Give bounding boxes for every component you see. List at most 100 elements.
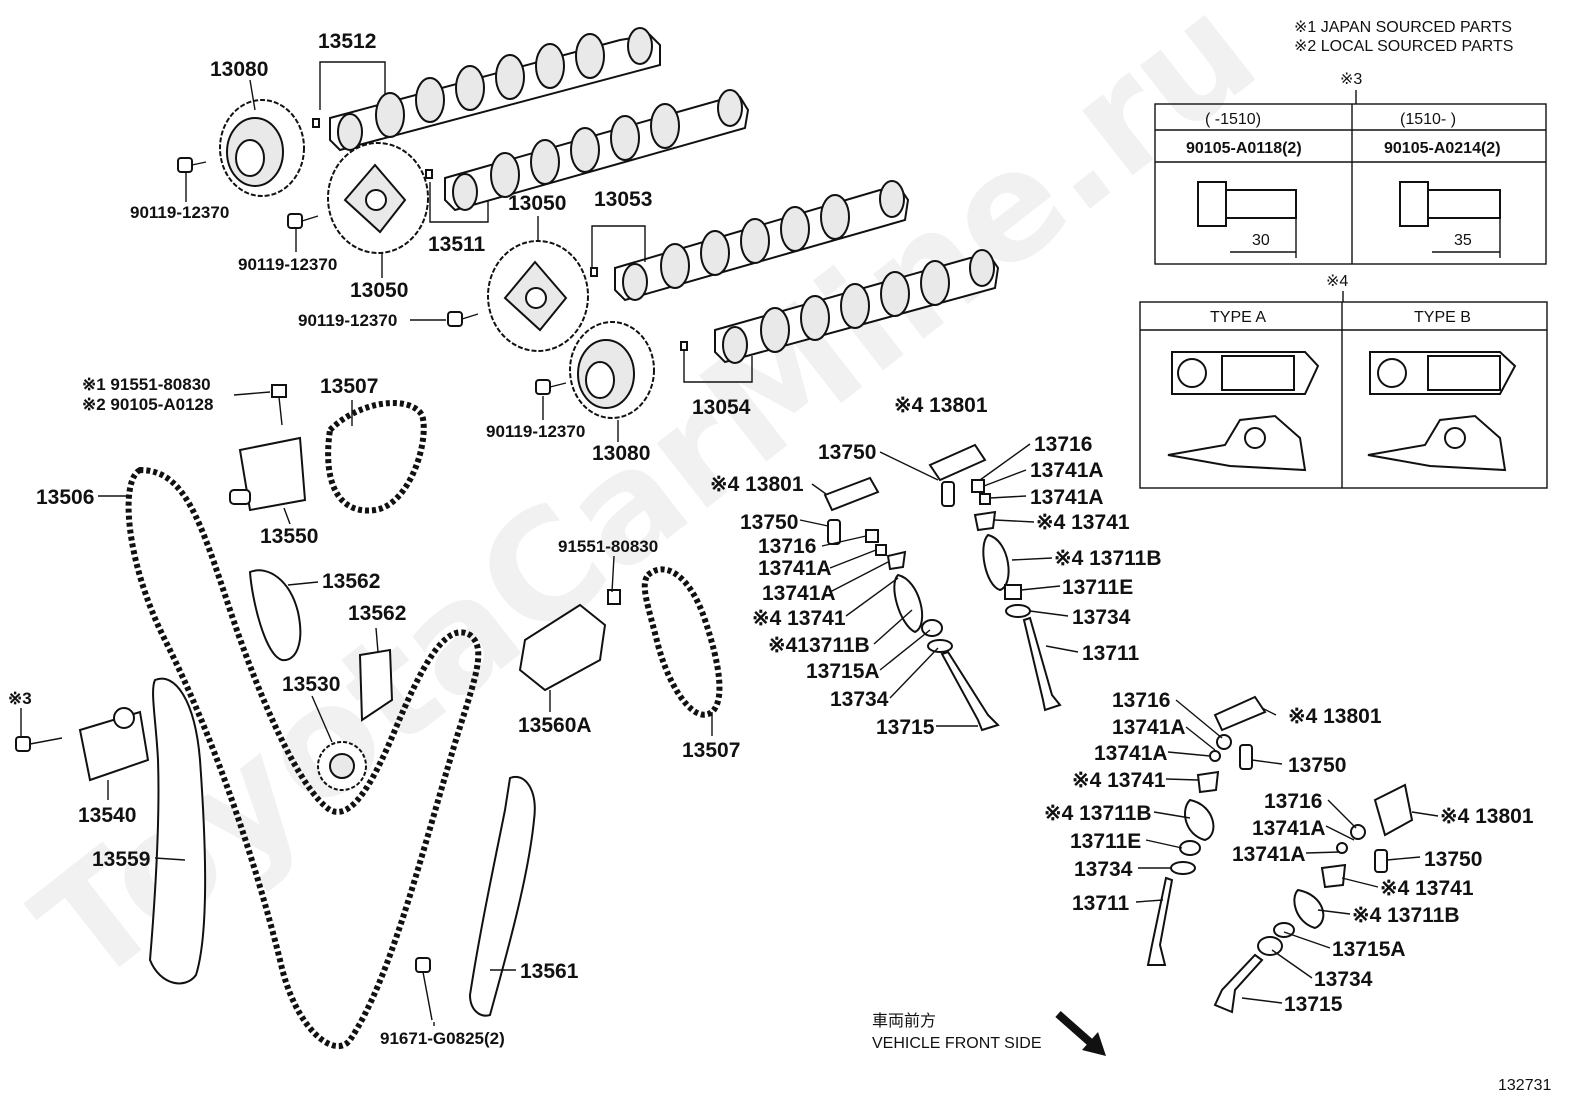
chain-guide-13561 (468, 775, 536, 1017)
vvt-gear-13080-bottom (569, 321, 655, 419)
label-13711B-d: ※4 13711B (1352, 904, 1460, 927)
table3-col1-range: ( -1510) (1205, 111, 1261, 128)
front-arrow-icon (1055, 1011, 1106, 1056)
label-13711-b: 13711 (1072, 892, 1130, 915)
label-13507-right: 13507 (682, 739, 740, 762)
label-13741A-b: 13741A (1030, 486, 1104, 509)
label-13741A-f: 13741A (1094, 742, 1168, 765)
notes-legend: ※1 JAPAN SOURCED PARTS ※2 LOCAL SOURCED … (1294, 19, 1513, 55)
label-13750-b: 13750 (740, 511, 798, 534)
camshaft-13053 (614, 180, 910, 302)
label-13050-right: 13050 (508, 192, 566, 215)
front-label-jp: 車両前方 (872, 1012, 936, 1030)
bolt-90119-d (535, 379, 567, 395)
table3-col1-part: 90105-A0118(2) (1186, 140, 1302, 157)
pin-13511 (425, 169, 433, 179)
label-13715A-a: 13715A (806, 660, 880, 683)
label-13711B-b: ※413711B (768, 634, 870, 657)
table4-marker: ※4 (1326, 273, 1348, 290)
table3-col1-len: 30 (1252, 232, 1270, 249)
sprocket-13050-right (487, 240, 589, 352)
label-13080-bottom: 13080 (592, 442, 650, 465)
label-13550: 13550 (260, 525, 318, 548)
label-13507-left: 13507 (320, 375, 378, 398)
valve-group-3 (1146, 695, 1267, 966)
tensioner-13560A (518, 589, 621, 692)
slipper-13562-lower (358, 648, 394, 722)
label-13711B-a: ※4 13711B (1054, 547, 1162, 570)
camshaft-13511 (444, 89, 750, 212)
note-local-sourced: ※2 LOCAL SOURCED PARTS (1294, 38, 1513, 55)
label-13801-b: ※4 13801 (710, 473, 804, 496)
sprocket-13050-left (327, 142, 429, 254)
label-13506: 13506 (36, 486, 94, 509)
bolt-90119-c (447, 311, 479, 327)
label-91551-b: 91551-80830 (558, 537, 658, 556)
label-13711E-b: 13711E (1070, 830, 1141, 853)
part-labels: 13080 13512 90119-12370 90119-12370 1305… (8, 30, 1534, 1048)
label-90119-b: 90119-12370 (238, 255, 337, 274)
label-90119-a: 90119-12370 (130, 203, 229, 222)
label-13750-a: 13750 (818, 441, 876, 464)
label-13741A-c: 13741A (758, 557, 832, 580)
label-13530: 13530 (282, 673, 340, 696)
label-13750-c: 13750 (1288, 754, 1346, 777)
bolt-90119-a (177, 157, 207, 173)
label-13715A-b: 13715A (1332, 938, 1406, 961)
valve-group-1 (928, 443, 1062, 712)
table3-bolt1-drawing (1197, 181, 1297, 258)
label-13741A-g: 13741A (1252, 817, 1326, 840)
sub-chain-13507-right (641, 566, 723, 718)
pin-13512 (312, 118, 320, 128)
label-13716-d: 13716 (1264, 790, 1322, 813)
label-13715-a: 13715 (876, 716, 935, 739)
bolt-table-note3: ※3 ( -1510) (1510- ) 90105-A0118(2) 9010… (1154, 71, 1547, 265)
figure-id: 132731 (1498, 1077, 1551, 1094)
label-13080-top: 13080 (210, 58, 268, 81)
label-13741-a: ※4 13741 (1036, 511, 1130, 534)
slipper-13562-upper (248, 569, 302, 662)
camshaft-13054 (714, 249, 1000, 364)
table4-type-a: TYPE A (1210, 309, 1266, 326)
label-91551-jp: ※1 91551-80830 (82, 375, 211, 394)
label-13716-c: 13716 (1112, 689, 1170, 712)
leader-lines (20, 61, 1439, 1026)
chain-tensioner-13550 (229, 384, 307, 512)
label-13801-c: ※4 13801 (1288, 705, 1382, 728)
table3-col2-range: (1510- ) (1400, 111, 1456, 128)
label-13716-a: 13716 (1034, 433, 1092, 456)
label-13559: 13559 (92, 848, 150, 871)
label-13711E-a: 13711E (1062, 576, 1133, 599)
label-13741A-e: 13741A (1112, 716, 1186, 739)
label-13801-a: ※4 13801 (894, 394, 988, 417)
label-13741A-h: 13741A (1232, 843, 1306, 866)
label-13715-b: 13715 (1284, 993, 1343, 1016)
label-13562-lower: 13562 (348, 602, 406, 625)
label-13741-d: ※4 13741 (1380, 877, 1474, 900)
label-13734-b: 13734 (830, 688, 889, 711)
label-13734-d: 13734 (1314, 968, 1373, 991)
vehicle-front-indicator: 車両前方 VEHICLE FRONT SIDE (872, 1011, 1106, 1056)
label-13711B-c: ※4 13711B (1044, 802, 1152, 825)
table4-type-b: TYPE B (1414, 309, 1471, 326)
camshaft-13512 (329, 27, 661, 152)
timing-chain-13506 (125, 466, 482, 1049)
label-13511: 13511 (428, 233, 486, 256)
label-13734-c: 13734 (1074, 858, 1133, 881)
label-13562-upper: 13562 (322, 570, 380, 593)
label-13560A: 13560A (518, 714, 592, 737)
chain-guide-13559 (148, 677, 207, 985)
label-13716-b: 13716 (758, 535, 816, 558)
label-13540: 13540 (78, 804, 136, 827)
rocker-type-a-drawing (1167, 351, 1320, 472)
label-13750-d: 13750 (1424, 848, 1482, 871)
label-90105-local: ※2 90105-A0128 (82, 395, 213, 414)
label-13741-b: ※4 13741 (752, 607, 846, 630)
label-13050-left: 13050 (350, 279, 408, 302)
crank-sprocket-13530 (317, 741, 367, 791)
label-13801-d: ※4 13801 (1440, 805, 1534, 828)
tensioner-13540 (78, 707, 150, 782)
label-13054: 13054 (692, 396, 751, 419)
label-13561: 13561 (520, 960, 579, 983)
